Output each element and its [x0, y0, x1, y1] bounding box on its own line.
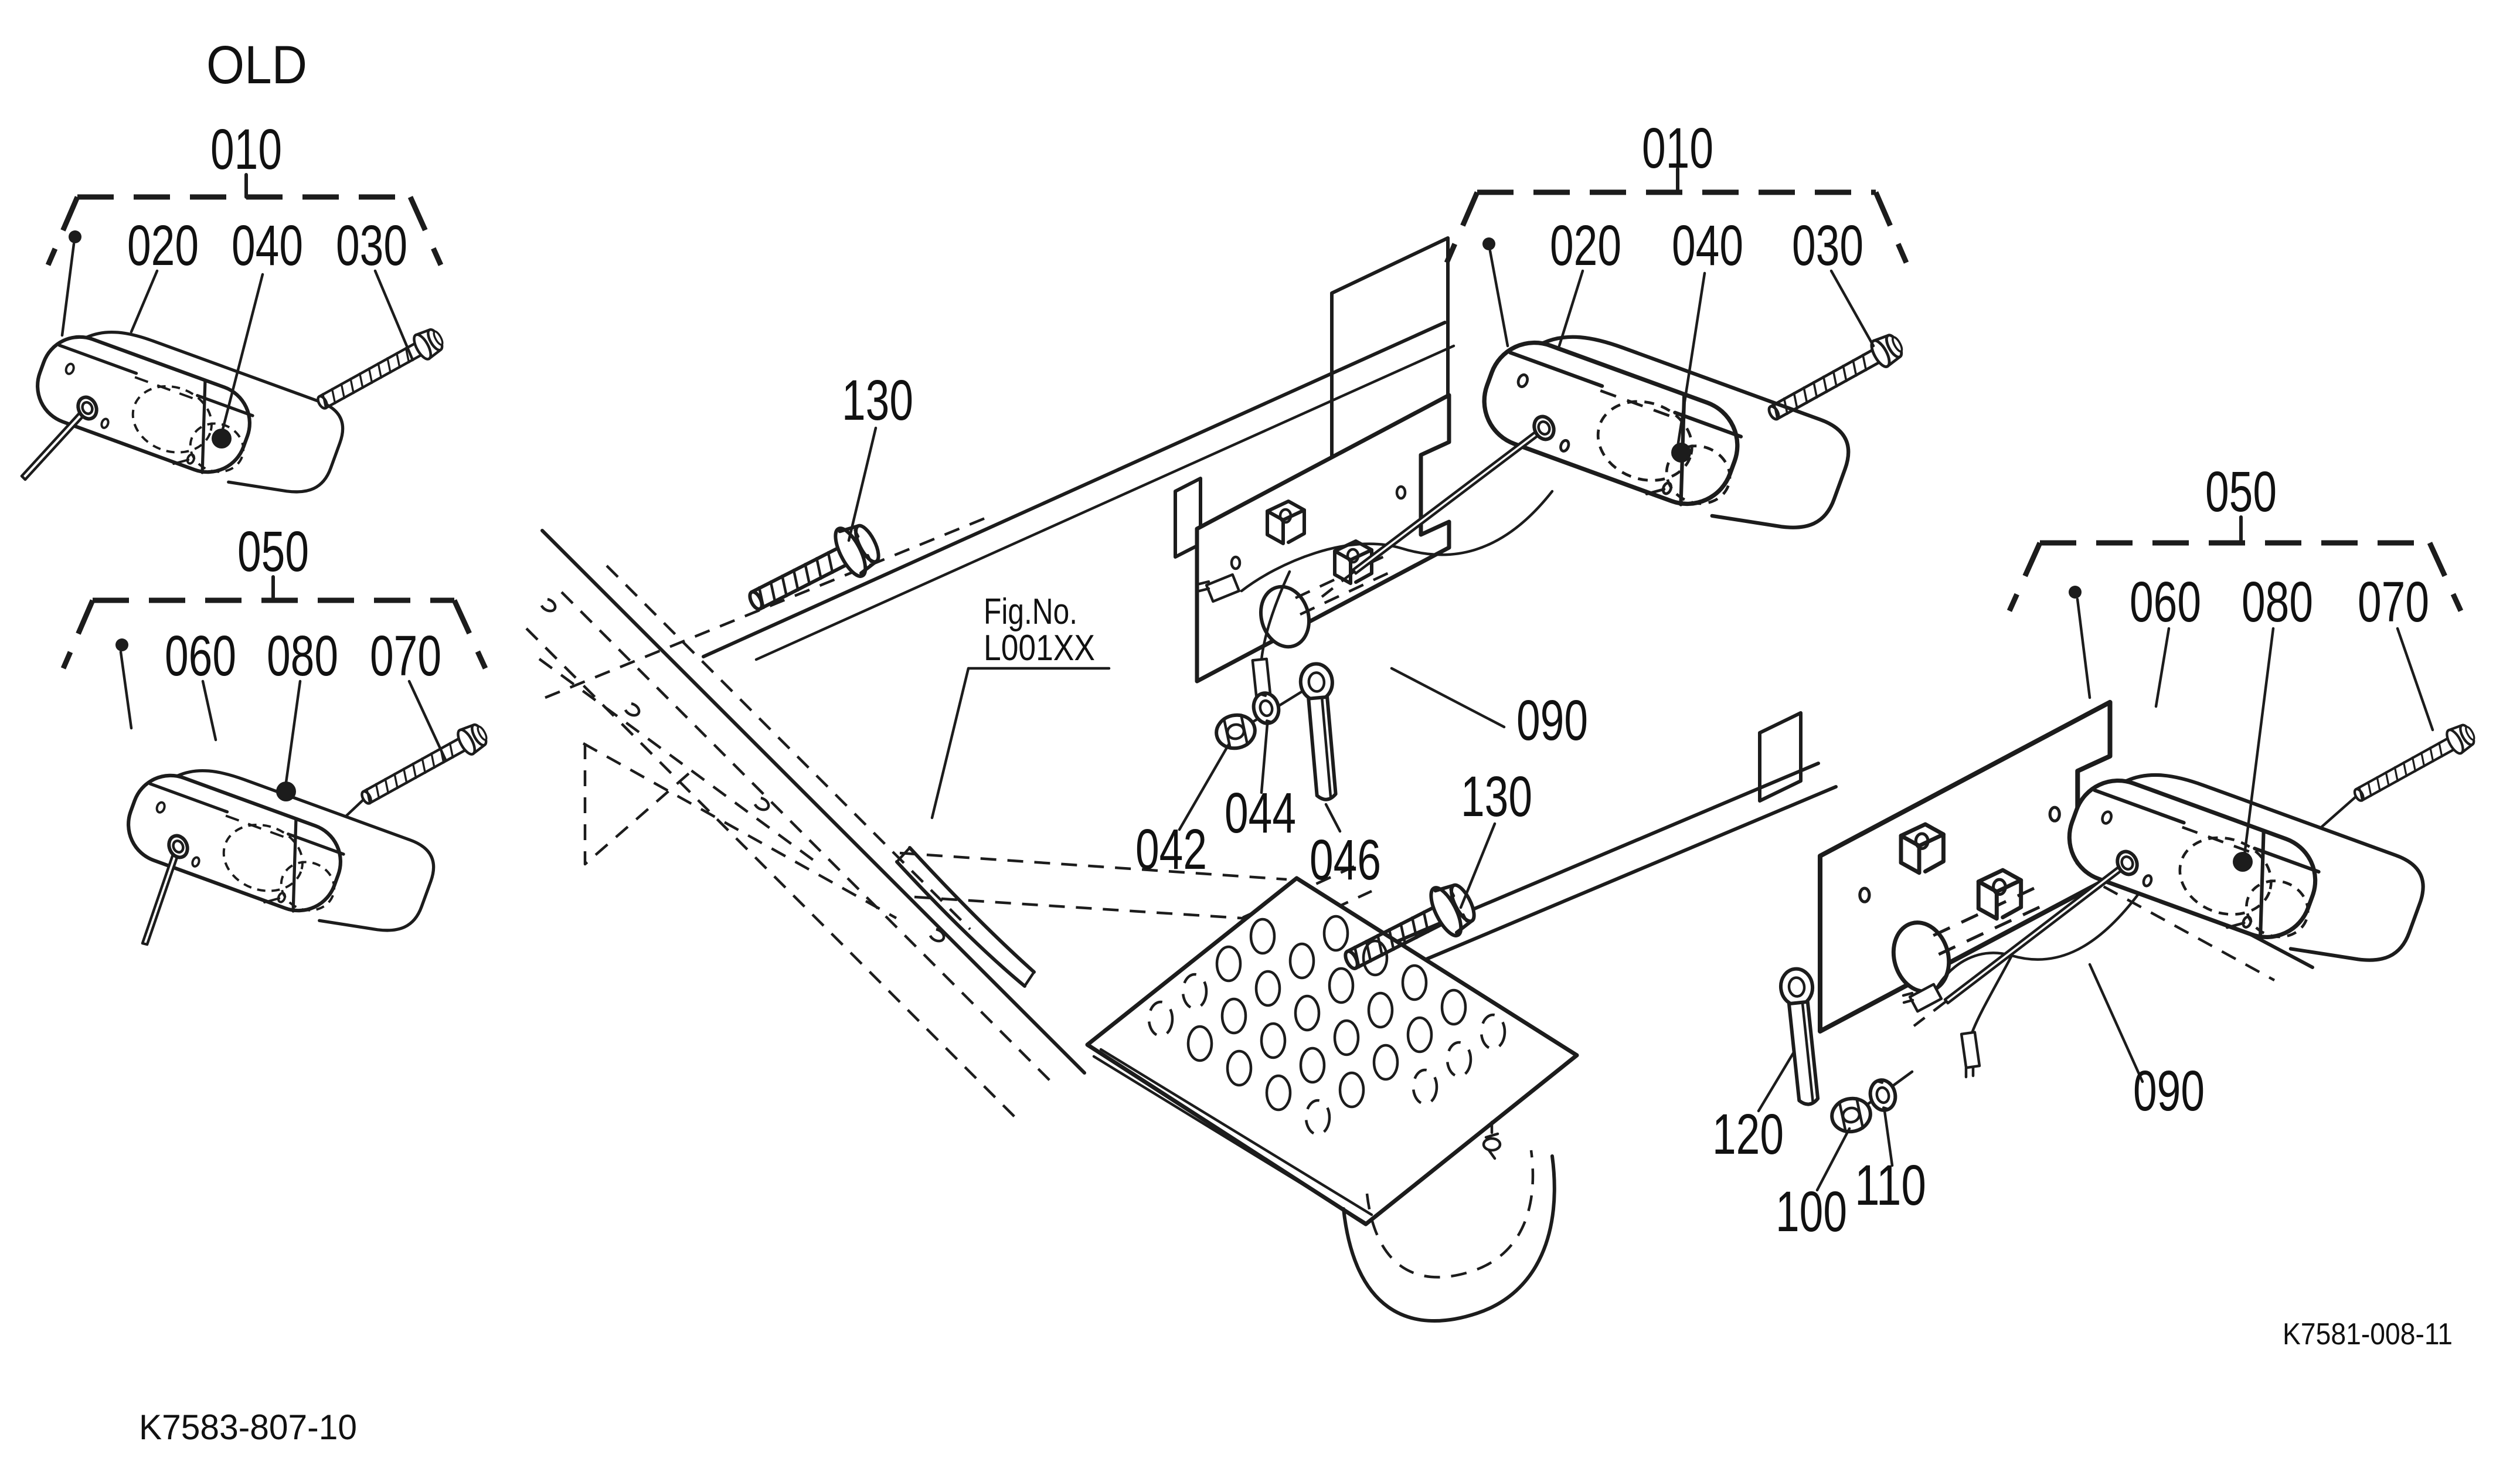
callout-label-042: 042: [1135, 817, 1207, 881]
callout-label-120: 120: [1712, 1102, 1784, 1166]
lamp-bracket-090-right: [1197, 395, 1449, 681]
fig-no-prefix: Fig.No.: [984, 592, 1077, 632]
washer-110: [1867, 1078, 1898, 1113]
callout-label-040: 040: [1672, 213, 1743, 277]
drawing-code-left: K7583-807-10: [139, 1408, 357, 1447]
callout-label-060-old: 060: [165, 624, 236, 688]
bulb-marker-dots: [212, 429, 2253, 872]
bolt-070-old: [357, 720, 491, 811]
callout-label-030: 030: [1792, 213, 1863, 277]
panel-holes: [1147, 915, 1506, 1136]
callout-label-010: 010: [1642, 116, 1713, 180]
callout-label-020-old: 020: [127, 213, 199, 277]
callout-label-010-old: 010: [210, 117, 282, 181]
step-panel: [1085, 876, 1579, 1323]
callout-label-060: 060: [2130, 570, 2201, 634]
callout-label-044: 044: [1225, 781, 1296, 845]
nut-100: [1829, 1095, 1873, 1135]
callout-label-020: 020: [1550, 213, 1621, 277]
callout-label-046: 046: [1310, 828, 1381, 892]
callout-label-070: 070: [2358, 570, 2429, 634]
callout-label-130-upper: 130: [842, 368, 913, 432]
group-bracket-old-050: [60, 575, 488, 789]
old-work-lamp: [117, 747, 442, 953]
fig-no-value: L001XX: [984, 628, 1095, 668]
callout-label-050: 050: [2205, 460, 2277, 524]
lamp-bracket-090-far-right: [1820, 702, 2110, 1031]
callout-label-130-lower: 130: [1461, 764, 1532, 828]
lamp-wire-far-right: [1902, 892, 2140, 1079]
callout-label-100: 100: [1776, 1180, 1847, 1243]
callout-label-090: 090: [1516, 688, 1588, 752]
group-bracket-050: [2007, 515, 2464, 857]
panel-screw: [1482, 1120, 1502, 1160]
callout-label-040-old: 040: [232, 213, 303, 277]
lamp-wire-right: [1198, 490, 1554, 709]
callout-label-050-old: 050: [237, 519, 309, 583]
bolt-070: [2349, 721, 2478, 808]
callout-label-070-old: 070: [370, 624, 441, 688]
callout-leaders: [847, 426, 2144, 1192]
group-bracket-old-010: [45, 173, 444, 436]
callout-label-090-2: 090: [2133, 1059, 2205, 1123]
step-handle: [1342, 1150, 1556, 1323]
spacer-046: [1299, 662, 1342, 801]
lamp-rods: [20, 395, 2139, 1027]
callout-label-080-old: 080: [267, 624, 338, 688]
nut-042: [1213, 712, 1258, 752]
group-bracket-010: [1444, 167, 1909, 448]
callout-label-030-old: 030: [336, 213, 407, 277]
bolt-030-old: [313, 325, 447, 416]
legacy-tag-label: OLD: [206, 35, 307, 95]
drawing-code-right: K7581-008-11: [2283, 1317, 2453, 1351]
callout-label-080: 080: [2242, 570, 2313, 634]
old-head-lamp: [26, 308, 351, 515]
callout-label-110: 110: [1855, 1153, 1926, 1217]
